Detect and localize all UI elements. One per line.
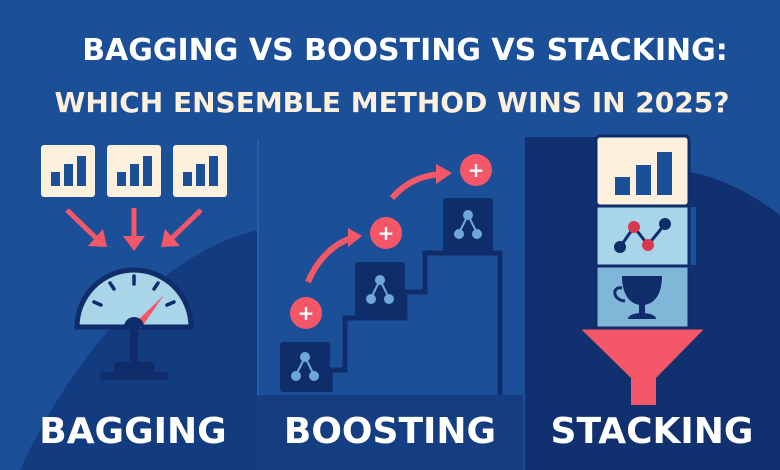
- stacking-curve: [690, 137, 780, 215]
- bagging-curve: [20, 230, 258, 470]
- bar-chart-icon: [173, 145, 227, 197]
- bar-chart-icon: [41, 145, 95, 197]
- svg-text:+: +: [468, 158, 485, 182]
- stacked-bar-card: [594, 134, 691, 208]
- plus-badge: +: [460, 154, 492, 186]
- title-line-2: WHICH ENSEMBLE METHOD WINS IN 2025?: [55, 86, 730, 119]
- tree-node-icon: [280, 342, 330, 392]
- arrow-head: [348, 228, 362, 247]
- plus-badge: +: [370, 217, 402, 249]
- tree-node-icon: [355, 262, 405, 318]
- bar-chart-icon: [107, 145, 161, 197]
- funnel-icon: [580, 326, 705, 405]
- tree-node-icon: [443, 198, 493, 253]
- card-edge: [688, 207, 696, 265]
- arrow-head: [436, 164, 452, 184]
- plus-badge: +: [290, 297, 322, 329]
- bagging-label: BAGGING: [39, 411, 226, 452]
- svg-text:+: +: [378, 221, 395, 245]
- svg-text:+: +: [298, 301, 315, 325]
- curved-arrow-icons: [305, 171, 441, 284]
- trophy-card: [594, 264, 691, 330]
- title-line-1: BAGGING VS BOOSTING VS STACKING:: [82, 33, 728, 68]
- boosting-ground: [258, 395, 523, 470]
- stacked-line-card: [594, 204, 691, 268]
- arrow-icons: [65, 208, 203, 251]
- gauge-icon: [74, 267, 194, 380]
- boosting-label: BOOSTING: [284, 411, 496, 452]
- stacking-label: STACKING: [551, 411, 754, 452]
